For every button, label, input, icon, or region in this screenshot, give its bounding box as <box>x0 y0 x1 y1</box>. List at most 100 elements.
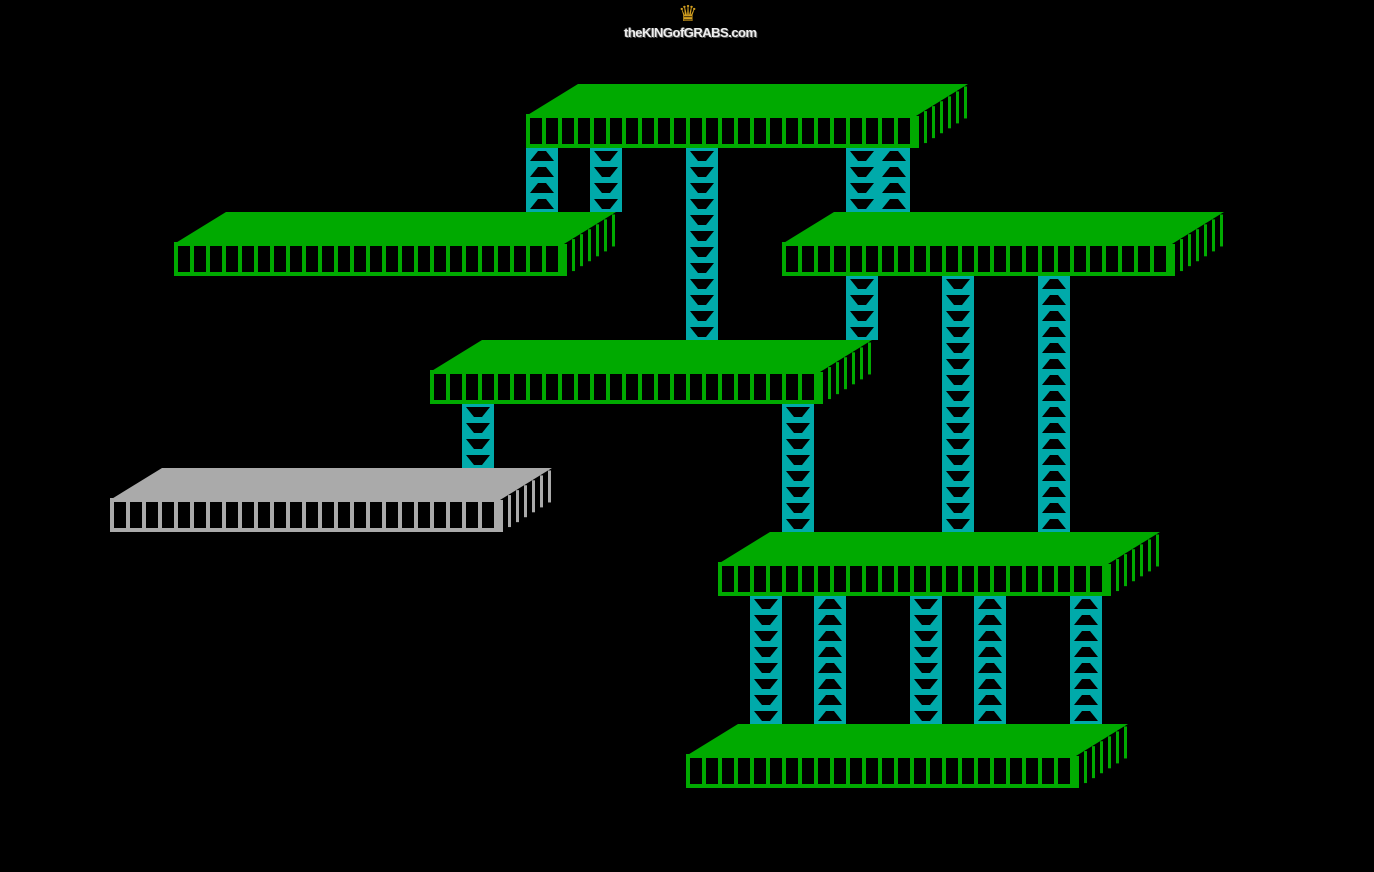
arrow-up-icon <box>978 695 1002 705</box>
arrow-up-icon <box>818 711 842 721</box>
arrow-up-icon <box>1042 439 1066 449</box>
arrow-up-icon <box>1042 359 1066 369</box>
platform-upper-right <box>782 212 1224 276</box>
platform-top <box>174 212 616 244</box>
arrow-up-icon <box>818 599 842 609</box>
arrow-down-icon <box>946 375 970 385</box>
arrow-down-icon <box>946 503 970 513</box>
arrow-down-icon <box>946 471 970 481</box>
arrow-down-icon <box>690 231 714 241</box>
ladder-up <box>814 596 846 724</box>
arrow-up-icon <box>882 167 906 177</box>
arrow-up-icon <box>1074 711 1098 721</box>
ladders <box>462 148 1102 724</box>
arrow-down-icon <box>850 151 874 161</box>
ladder-down <box>782 404 814 532</box>
arrow-up-icon <box>1074 647 1098 657</box>
arrow-down-icon <box>914 695 938 705</box>
ladder-down <box>846 276 878 340</box>
arrow-down-icon <box>786 407 810 417</box>
arrow-down-icon <box>786 519 810 529</box>
arrow-up-icon <box>1042 407 1066 417</box>
arrow-down-icon <box>690 215 714 225</box>
platform-middle <box>430 340 872 404</box>
platforms <box>110 84 1224 788</box>
platform-left-grey <box>110 468 552 532</box>
arrow-down-icon <box>690 327 714 337</box>
ladder-down <box>590 148 622 212</box>
crown-icon: ♛ <box>678 2 698 27</box>
arrow-down-icon <box>850 327 874 337</box>
platform-top <box>430 340 872 372</box>
arrow-down-icon <box>786 439 810 449</box>
arrow-down-icon <box>786 455 810 465</box>
arrow-down-icon <box>850 183 874 193</box>
arrow-up-icon <box>978 599 1002 609</box>
ladder-down <box>910 596 942 724</box>
arrow-up-icon <box>1042 295 1066 305</box>
ladder-up <box>878 148 910 212</box>
arrow-up-icon <box>818 663 842 673</box>
arrow-up-icon <box>1042 391 1066 401</box>
arrow-down-icon <box>914 599 938 609</box>
arrow-down-icon <box>594 199 618 209</box>
watermark-logo: ♛ theKINGofGRABS.com <box>624 2 757 44</box>
arrow-down-icon <box>946 279 970 289</box>
arrow-down-icon <box>946 327 970 337</box>
arrow-down-icon <box>946 343 970 353</box>
arrow-down-icon <box>754 647 778 657</box>
arrow-up-icon <box>818 695 842 705</box>
arrow-up-icon <box>1074 631 1098 641</box>
arrow-up-icon <box>978 631 1002 641</box>
ladder-down <box>462 404 494 468</box>
arrow-down-icon <box>690 151 714 161</box>
arrow-up-icon <box>1042 519 1066 529</box>
arrow-down-icon <box>466 423 490 433</box>
arrow-down-icon <box>786 471 810 481</box>
arrow-up-icon <box>978 679 1002 689</box>
arrow-down-icon <box>850 279 874 289</box>
platform-lower <box>718 532 1160 596</box>
arrow-up-icon <box>978 663 1002 673</box>
platform-upper-left <box>174 212 616 276</box>
arrow-up-icon <box>882 183 906 193</box>
arrow-down-icon <box>946 295 970 305</box>
arrow-down-icon <box>850 167 874 177</box>
ladder-up <box>974 596 1006 724</box>
platform-top <box>718 532 1160 564</box>
arrow-down-icon <box>594 167 618 177</box>
arrow-up-icon <box>882 199 906 209</box>
arrow-down-icon <box>946 391 970 401</box>
arrow-down-icon <box>690 183 714 193</box>
arrow-down-icon <box>946 455 970 465</box>
arrow-down-icon <box>690 279 714 289</box>
arrow-up-icon <box>530 183 554 193</box>
arrow-down-icon <box>850 199 874 209</box>
arrow-up-icon <box>530 199 554 209</box>
arrow-down-icon <box>594 183 618 193</box>
arrow-up-icon <box>818 631 842 641</box>
arrow-down-icon <box>914 615 938 625</box>
arrow-up-icon <box>818 615 842 625</box>
arrow-up-icon <box>1074 615 1098 625</box>
arrow-down-icon <box>786 503 810 513</box>
arrow-down-icon <box>946 487 970 497</box>
arrow-down-icon <box>690 247 714 257</box>
arrow-up-icon <box>1042 311 1066 321</box>
arrow-down-icon <box>754 695 778 705</box>
arrow-down-icon <box>914 631 938 641</box>
arrow-down-icon <box>850 295 874 305</box>
arrow-up-icon <box>1074 663 1098 673</box>
arrow-up-icon <box>882 151 906 161</box>
arrow-up-icon <box>1042 327 1066 337</box>
platform-top <box>782 212 1224 244</box>
arrow-down-icon <box>946 311 970 321</box>
arrow-up-icon <box>1042 375 1066 385</box>
arrow-up-icon <box>530 151 554 161</box>
arrow-down-icon <box>594 151 618 161</box>
arrow-down-icon <box>786 487 810 497</box>
arrow-up-icon <box>978 615 1002 625</box>
arrow-down-icon <box>914 663 938 673</box>
